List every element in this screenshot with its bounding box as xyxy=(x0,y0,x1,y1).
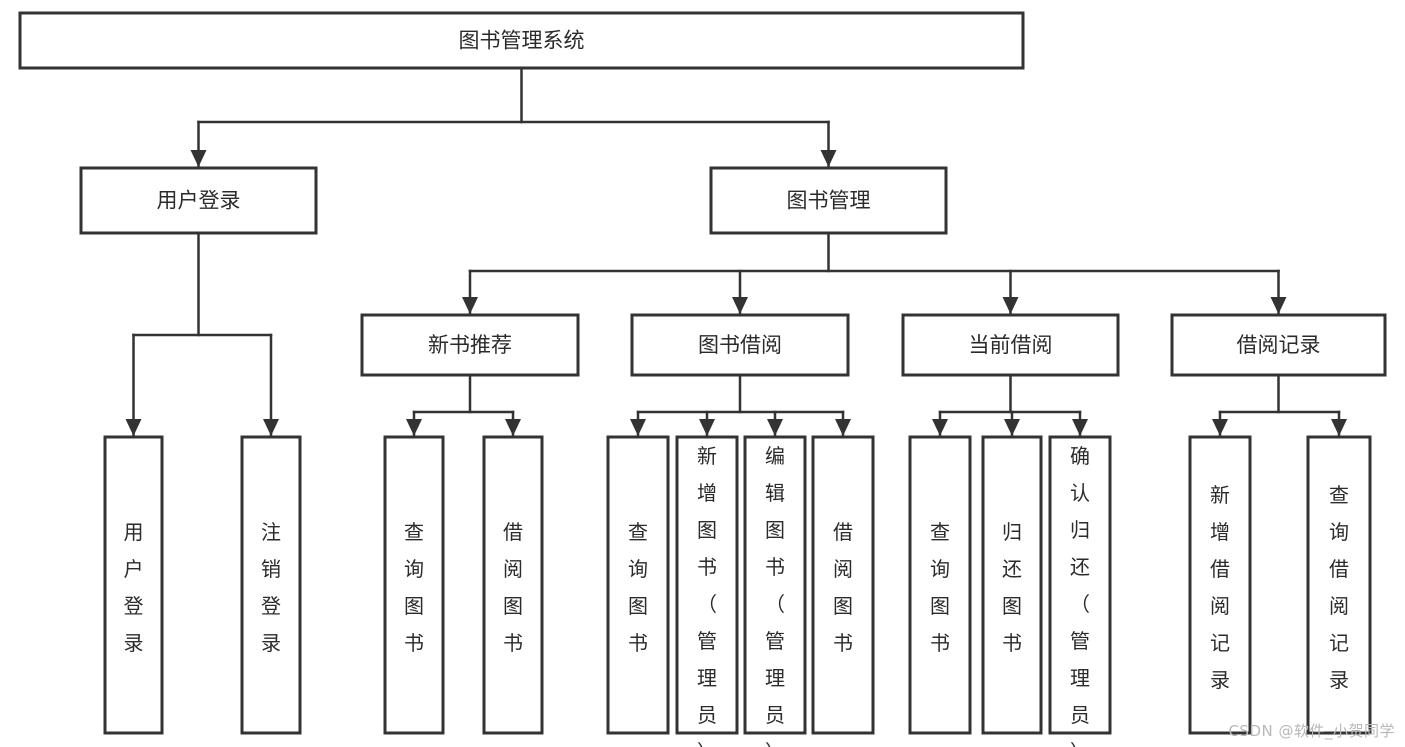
leaf-node-5-box[interactable] xyxy=(675,435,739,735)
leaf-node-11[interactable]: 新增借阅记录 xyxy=(1188,435,1252,735)
leaf-node-11-label: 新增借阅记录 xyxy=(1210,483,1230,692)
arrow-head-icon xyxy=(932,419,948,436)
arrow-head-icon xyxy=(190,150,207,167)
level2-node-0-label: 新书推荐 xyxy=(428,333,512,357)
level2-node-1[interactable]: 图书借阅 xyxy=(630,313,850,377)
level1-node-0-label: 用户登录 xyxy=(157,189,241,213)
leaf-node-2-label: 查询图书 xyxy=(404,520,424,655)
arrow-head-icon xyxy=(1002,297,1019,314)
arrow-head-icon xyxy=(1072,419,1088,436)
root-node-e59bbee4b9a6e7aea1e79086e7b3bbe7bb9f-box[interactable] xyxy=(18,11,1025,70)
leaf-node-5[interactable]: 新增图书（管理员） xyxy=(675,435,739,747)
leaf-node-12-box[interactable] xyxy=(1306,435,1372,735)
arrow-head-icon xyxy=(767,419,783,436)
arrow-head-icon xyxy=(1212,419,1228,436)
arrow-head-icon xyxy=(505,419,521,436)
leaf-node-10[interactable]: 确认归还（管理员） xyxy=(1048,435,1112,747)
leaf-node-9-box[interactable] xyxy=(981,435,1043,735)
arrow-head-icon xyxy=(1004,419,1020,436)
level2-node-1-label: 图书借阅 xyxy=(698,333,782,357)
level2-node-3-label: 借阅记录 xyxy=(1237,333,1321,357)
arrow-head-icon xyxy=(263,419,279,436)
arrow-head-icon xyxy=(1270,297,1287,314)
level1-node-1-box[interactable] xyxy=(709,166,948,235)
arrow-head-icon xyxy=(732,297,748,314)
level2-node-3-box[interactable] xyxy=(1170,313,1387,377)
level2-node-3[interactable]: 借阅记录 xyxy=(1170,313,1387,377)
level1-node-0[interactable]: 用户登录 xyxy=(79,166,318,235)
leaf-node-7-box[interactable] xyxy=(811,435,875,735)
leaf-node-0[interactable]: 用户登录 xyxy=(103,435,164,735)
arrow-head-icon xyxy=(125,419,142,436)
leaf-node-9[interactable]: 归还图书 xyxy=(981,435,1043,735)
level2-node-0[interactable]: 新书推荐 xyxy=(360,313,580,377)
arrow-head-icon xyxy=(1331,419,1347,436)
leaf-node-0-label: 用户登录 xyxy=(124,520,144,655)
level1-node-1-label: 图书管理 xyxy=(787,189,871,213)
leaf-node-0-box[interactable] xyxy=(103,435,164,735)
leaf-node-3-box[interactable] xyxy=(482,435,544,735)
leaf-node-4[interactable]: 查询图书 xyxy=(606,435,670,735)
leaf-node-10-label: 确认归还（管理员） xyxy=(1070,444,1090,747)
leaf-node-2[interactable]: 查询图书 xyxy=(383,435,445,735)
leaf-node-12[interactable]: 查询借阅记录 xyxy=(1306,435,1372,735)
leaf-node-4-box[interactable] xyxy=(606,435,670,735)
arrow-head-icon xyxy=(462,297,478,314)
leaf-node-4-label: 查询图书 xyxy=(628,520,648,655)
leaf-node-7-label: 借阅图书 xyxy=(833,520,853,655)
level2-node-2[interactable]: 当前借阅 xyxy=(901,313,1120,377)
arrow-head-icon xyxy=(820,150,837,167)
leaf-node-8-box[interactable] xyxy=(908,435,972,735)
leaf-node-1[interactable]: 注销登录 xyxy=(240,435,302,735)
leaf-node-3[interactable]: 借阅图书 xyxy=(482,435,544,735)
arrow-head-icon xyxy=(835,419,851,436)
leaf-node-1-box[interactable] xyxy=(240,435,302,735)
leaf-node-2-box[interactable] xyxy=(383,435,445,735)
level2-node-1-box[interactable] xyxy=(630,313,850,377)
leaf-node-10-box[interactable] xyxy=(1048,435,1112,735)
leaf-node-11-box[interactable] xyxy=(1188,435,1252,735)
level1-node-1[interactable]: 图书管理 xyxy=(709,166,948,235)
level2-node-2-label: 当前借阅 xyxy=(969,333,1053,357)
root-node-e59bbee4b9a6e7aea1e79086e7b3bbe7bb9f-label: 图书管理系统 xyxy=(459,29,585,53)
arrow-head-icon xyxy=(406,419,422,436)
arrow-head-icon xyxy=(699,419,715,436)
leaf-node-6[interactable]: 编辑图书（管理员） xyxy=(743,435,807,747)
leaf-node-12-label: 查询借阅记录 xyxy=(1329,483,1349,692)
leaf-node-3-label: 借阅图书 xyxy=(503,520,523,655)
leaf-node-6-label: 编辑图书（管理员） xyxy=(765,444,785,747)
leaf-node-1-label: 注销登录 xyxy=(261,520,281,655)
leaf-node-6-box[interactable] xyxy=(743,435,807,735)
arrow-head-icon xyxy=(630,419,646,436)
leaf-node-9-label: 归还图书 xyxy=(1002,520,1022,655)
root-node-e59bbee4b9a6e7aea1e79086e7b3bbe7bb9f[interactable]: 图书管理系统 xyxy=(18,11,1025,70)
leaf-node-8[interactable]: 查询图书 xyxy=(908,435,972,735)
leaf-node-5-label: 新增图书（管理员） xyxy=(697,444,717,747)
csdn-watermark: CSDN @软件_小贺同学 xyxy=(1228,722,1395,740)
level1-node-0-box[interactable] xyxy=(79,166,318,235)
level2-node-2-box[interactable] xyxy=(901,313,1120,377)
leaf-node-7[interactable]: 借阅图书 xyxy=(811,435,875,735)
level2-node-0-box[interactable] xyxy=(360,313,580,377)
leaf-node-8-label: 查询图书 xyxy=(930,520,950,655)
